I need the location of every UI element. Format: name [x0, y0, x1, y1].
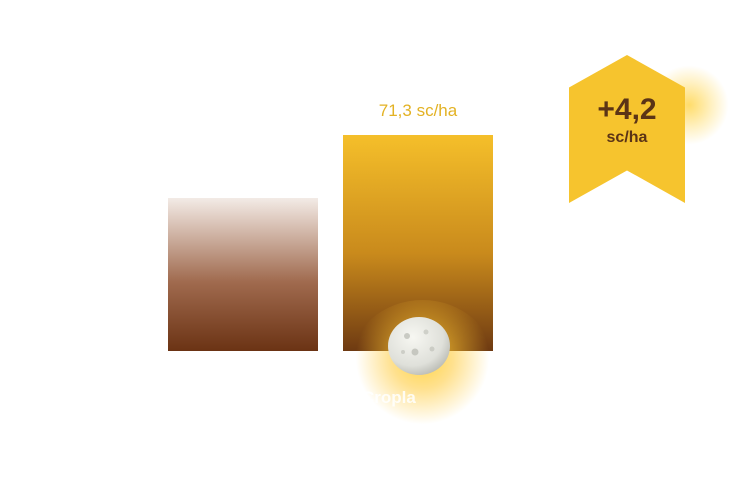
- badge-value: +4,2: [597, 93, 657, 126]
- badge-unit: sc/ha: [606, 129, 648, 146]
- product-label: Cropla: [362, 388, 416, 407]
- bar-2-value-label: 71,3 sc/ha: [378, 101, 458, 120]
- product-granule-icon: [388, 317, 450, 375]
- yield-gain-badge: +4,2 sc/ha: [569, 55, 729, 203]
- bar-1: [168, 198, 318, 351]
